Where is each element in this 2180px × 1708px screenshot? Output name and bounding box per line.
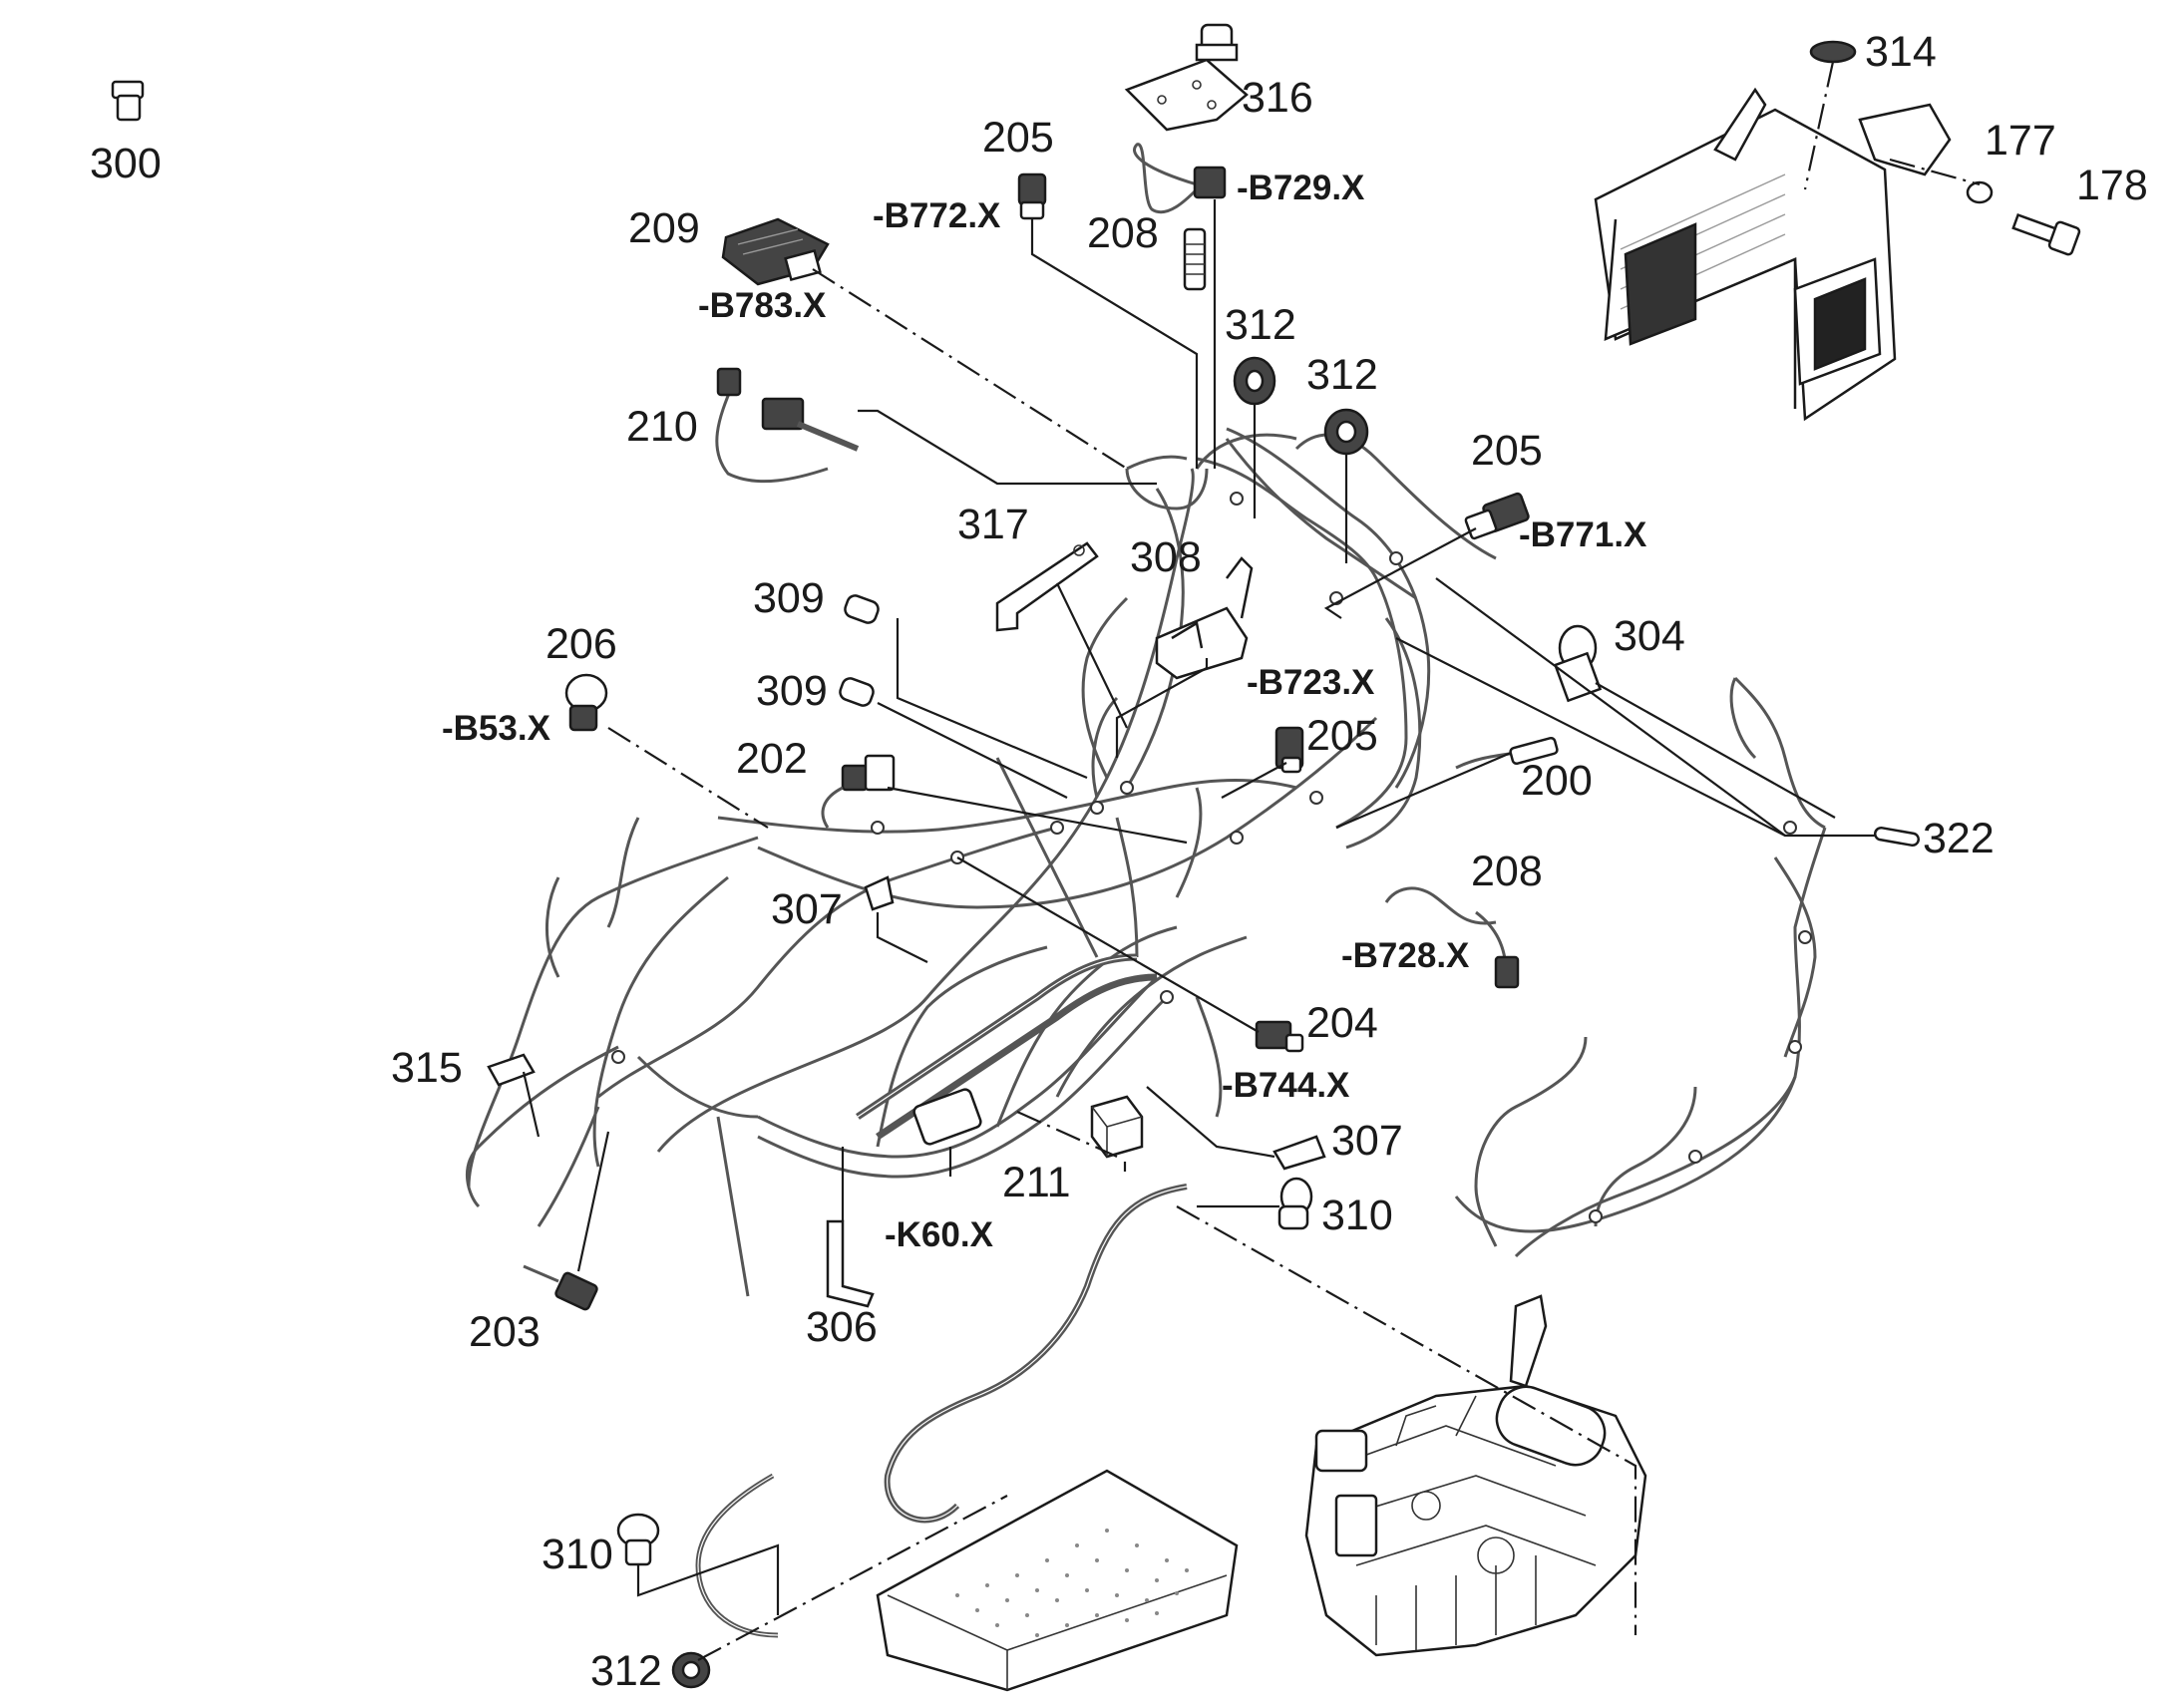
label-b729: -B729.X xyxy=(1237,169,1365,207)
clip-307-b-icon xyxy=(1272,1135,1326,1171)
sensor-205-mid-icon xyxy=(1274,726,1304,774)
label-203: 203 xyxy=(469,1308,541,1356)
clip-315-icon xyxy=(487,1053,536,1087)
clip-307-a-icon xyxy=(864,875,895,911)
plug-icon xyxy=(111,80,145,122)
label-205-top: 205 xyxy=(982,114,1054,162)
cab-panel-icon xyxy=(1594,87,1952,422)
label-b771: -B771.X xyxy=(1519,515,1647,554)
label-317: 317 xyxy=(957,501,1029,548)
label-306: 306 xyxy=(806,1303,878,1351)
spacer-309-a-icon xyxy=(844,594,880,624)
label-206: 206 xyxy=(545,620,617,668)
callout-labels: 300 316 314 205 177 178 -B772.X -B729.X … xyxy=(90,28,2148,1695)
grommet-310-a-icon xyxy=(1277,1177,1313,1230)
grommet-310-b-icon xyxy=(616,1513,660,1566)
label-209: 209 xyxy=(628,204,700,252)
dash-dot-leaders xyxy=(607,268,1637,1661)
label-b772: -B772.X xyxy=(873,196,1001,235)
wiring-harness-icon xyxy=(465,427,1827,1638)
sensor-202-icon xyxy=(821,754,896,829)
label-312-b: 312 xyxy=(1306,351,1378,399)
label-314: 314 xyxy=(1865,28,1937,76)
label-309-a: 309 xyxy=(753,574,825,622)
label-315: 315 xyxy=(391,1044,463,1092)
sensor-cable-icon xyxy=(715,367,860,484)
label-b744: -B744.X xyxy=(1222,1066,1350,1105)
label-b728: -B728.X xyxy=(1341,936,1470,975)
spacer-309-b-icon xyxy=(839,677,875,707)
label-304: 304 xyxy=(1614,612,1685,660)
label-b53: -B53.X xyxy=(442,709,551,748)
label-b783: -B783.X xyxy=(698,286,827,325)
sensor-206-icon xyxy=(564,673,608,732)
label-177: 177 xyxy=(1985,117,2056,165)
sensor-204-icon xyxy=(1255,1020,1304,1053)
leader-lines xyxy=(522,199,1875,1615)
label-178: 178 xyxy=(2076,162,2148,209)
label-322: 322 xyxy=(1923,815,1995,862)
label-205-right: 205 xyxy=(1471,427,1543,475)
label-307-b: 307 xyxy=(1331,1117,1403,1165)
label-309-b: 309 xyxy=(756,667,828,715)
label-208-mid: 208 xyxy=(1471,848,1543,895)
label-k60: -K60.X xyxy=(885,1215,994,1254)
label-310-a: 310 xyxy=(1321,1192,1393,1239)
bracket-308-icon xyxy=(1155,556,1254,680)
label-b723: -B723.X xyxy=(1247,663,1375,702)
grommet-icon xyxy=(1809,40,1857,64)
label-307-a: 307 xyxy=(771,885,843,933)
label-310-b: 310 xyxy=(542,1531,613,1578)
relay-211-icon xyxy=(1090,1095,1144,1159)
label-210: 210 xyxy=(626,403,698,451)
bracket-306-icon xyxy=(826,1219,875,1308)
bracket-317-icon xyxy=(995,541,1099,632)
bushing-304-icon xyxy=(1553,624,1603,703)
bolt-icon xyxy=(2011,212,2081,256)
grommet-312-c-icon xyxy=(671,1651,711,1689)
label-312-c: 312 xyxy=(590,1647,662,1695)
label-205-mid: 205 xyxy=(1306,712,1378,760)
battery-box-icon xyxy=(876,1469,1239,1692)
clip-322-icon xyxy=(1873,826,1921,848)
label-200: 200 xyxy=(1521,757,1593,805)
label-308: 308 xyxy=(1130,533,1202,581)
label-300: 300 xyxy=(90,140,162,187)
label-316: 316 xyxy=(1242,74,1313,122)
washer-icon xyxy=(1966,180,1994,204)
sensor-b771-icon xyxy=(1464,492,1530,540)
sensor-208-mid-icon xyxy=(1384,886,1520,989)
speed-sensor-icon xyxy=(1133,143,1227,291)
sensor-203-icon xyxy=(523,1264,598,1311)
label-312-a: 312 xyxy=(1225,301,1296,349)
label-204: 204 xyxy=(1306,999,1378,1047)
connector-k60-icon xyxy=(912,1088,982,1146)
label-211: 211 xyxy=(1002,1159,1071,1206)
bracket-plate-icon xyxy=(1124,23,1249,132)
label-208-top: 208 xyxy=(1087,209,1159,257)
engine-assembly-icon xyxy=(1304,1294,1647,1657)
sensor-icon xyxy=(1017,172,1047,220)
label-202: 202 xyxy=(736,735,808,783)
control-module-icon xyxy=(721,217,830,286)
